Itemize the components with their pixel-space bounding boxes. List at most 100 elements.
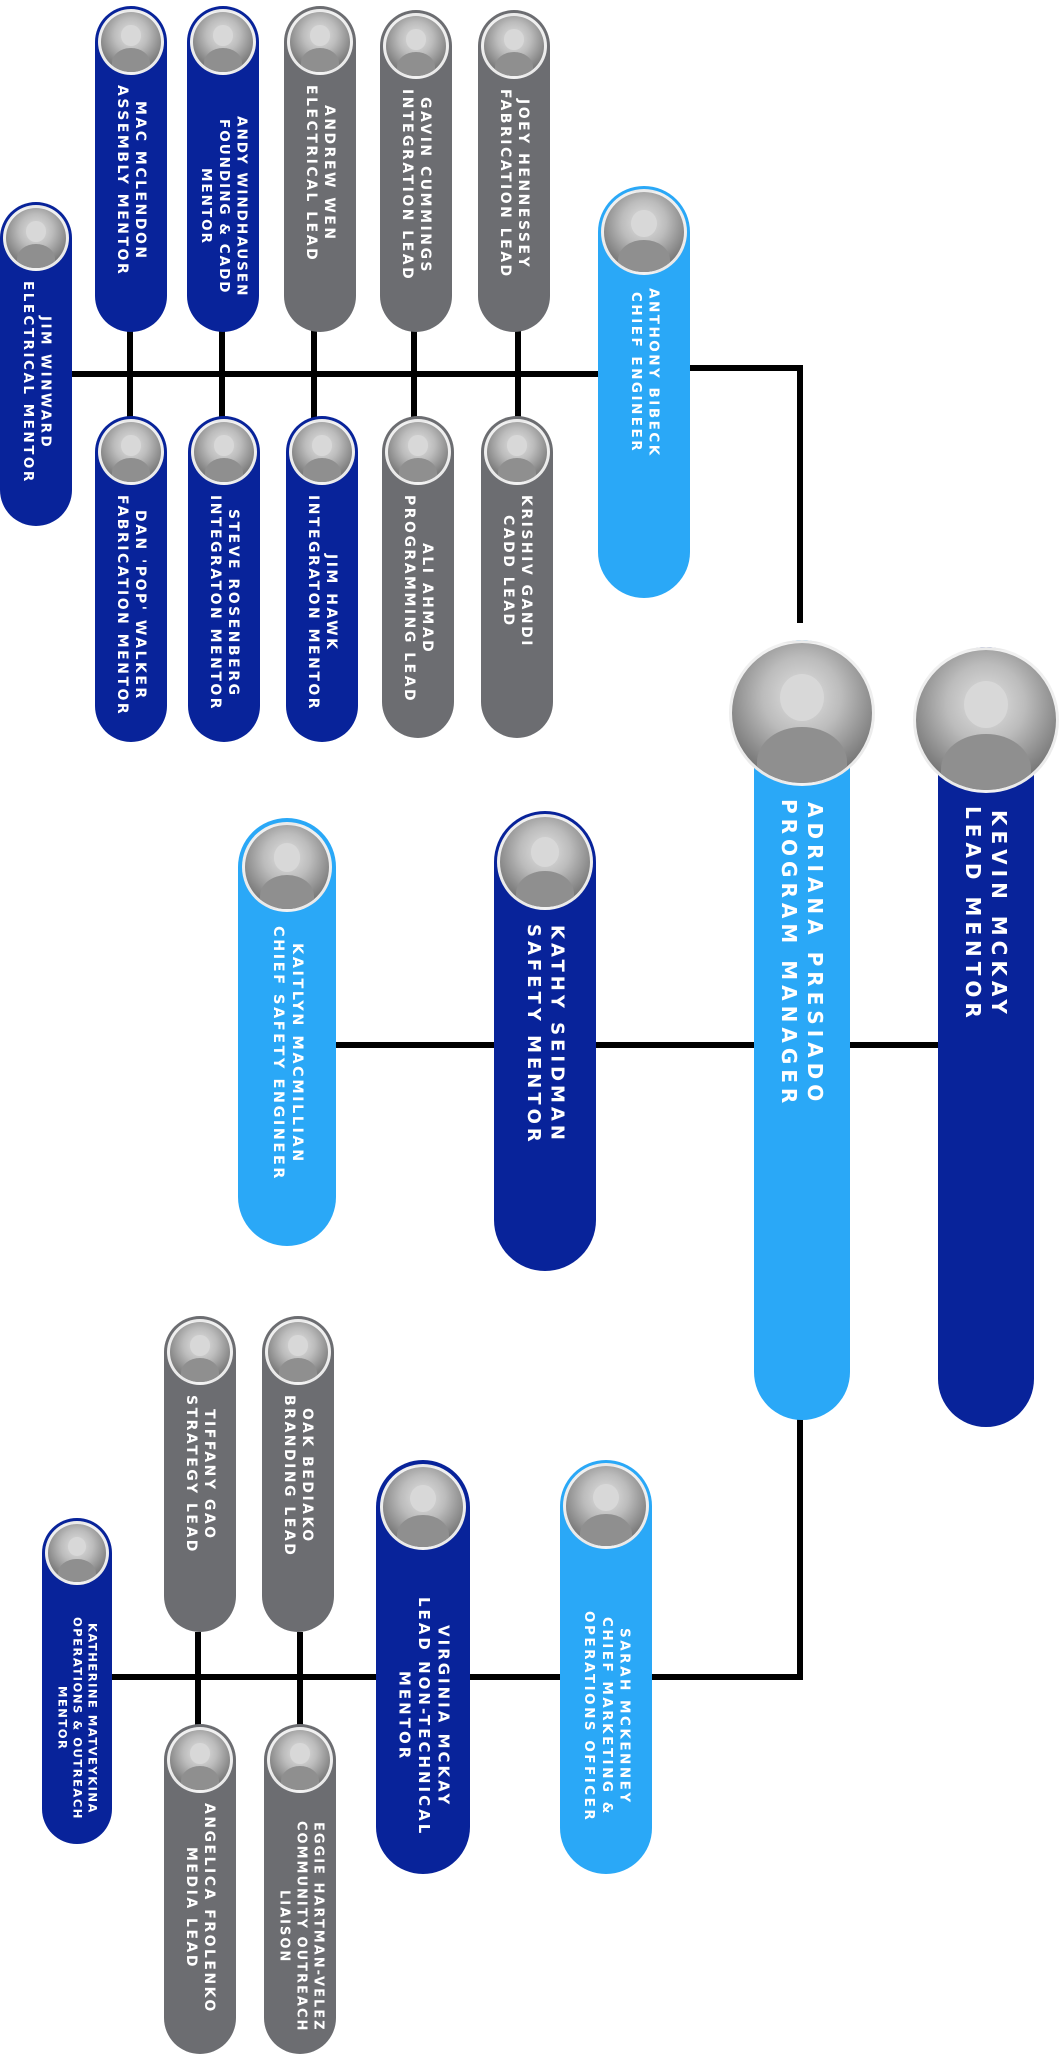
- avatar: [45, 1521, 109, 1585]
- member-name: GAVIN CUMMINGS: [417, 96, 434, 274]
- avatar: [563, 1463, 649, 1549]
- member-name: KAITLYN MACMILLIAN: [288, 943, 305, 1164]
- avatar: [98, 419, 164, 485]
- member-role: MEDIA LEAD: [183, 1847, 199, 1970]
- avatar: [167, 1727, 233, 1793]
- member-role: LEAD MENTOR: [961, 806, 985, 1023]
- avatar: [191, 419, 257, 485]
- member-role: CHIEF SAFETY ENGINEER: [270, 926, 286, 1181]
- member-name: ANGELICA FROLENKO: [201, 1803, 218, 2014]
- member-name: TIFFANY GAO: [201, 1408, 218, 1541]
- connector-line: [685, 365, 803, 371]
- member-name: OAK BEDIAKO: [299, 1408, 316, 1544]
- avatar: [190, 9, 256, 75]
- connector-line: [515, 329, 521, 419]
- member-name: JOEY HENNESSEY: [515, 98, 532, 269]
- member-name: KEVIN MCKAY: [987, 809, 1011, 1019]
- member-name: ADRIANA PRESIADO: [803, 801, 827, 1106]
- avatar: [729, 640, 875, 786]
- connector-line: [333, 1042, 941, 1048]
- member-name: MAC MCLENDON: [132, 100, 149, 261]
- member-name: KRISHIV GANDI: [518, 495, 535, 648]
- avatar: [267, 1727, 333, 1793]
- member-role: LEAD NON-TECHNICAL MENTOR: [395, 1596, 433, 1837]
- member-role: ELECTRICAL LEAD: [303, 85, 319, 263]
- member-name: ANTHONY BIBECK: [645, 288, 662, 458]
- avatar: [287, 9, 353, 75]
- member-role: PROGRAMMING LEAD: [401, 495, 417, 704]
- member-role: BRANDING LEAD: [281, 1395, 297, 1558]
- member-name: DAN 'POP' WALKER: [132, 510, 149, 701]
- connector-line: [127, 329, 133, 419]
- avatar: [380, 1464, 466, 1550]
- connector-line: [650, 1674, 803, 1680]
- member-role: FABRICATION LEAD: [497, 89, 513, 279]
- member-role: FOUNDING & CADD MENTOR: [198, 119, 232, 295]
- member-role: PROGRAM MANAGER: [777, 799, 801, 1109]
- member-role: CHIEF ENGINEER: [628, 292, 644, 454]
- connector-line: [411, 329, 417, 419]
- member-role: STRATEGY LEAD: [183, 1395, 199, 1554]
- avatar: [601, 189, 687, 275]
- avatar: [913, 647, 1059, 793]
- connector-line: [195, 1632, 201, 1728]
- avatar: [3, 205, 69, 271]
- member-role: FABRICATION MENTOR: [114, 495, 130, 717]
- member-name: ANDREW WEN: [321, 105, 338, 242]
- connector-line: [219, 329, 225, 419]
- member-role: INTEGRATION LEAD: [399, 89, 415, 282]
- avatar: [481, 13, 547, 79]
- member-role: CHIEF MARKETING & OPERATIONS OFFICER: [581, 1610, 615, 1823]
- member-role: CADD LEAD: [500, 515, 516, 628]
- connector-line: [311, 329, 317, 419]
- connector-line: [297, 1632, 303, 1728]
- member-name: KATHERINE MATVEYKINA: [85, 1622, 100, 1814]
- member-role: ELECTRICAL MENTOR: [20, 281, 36, 484]
- avatar: [383, 13, 449, 79]
- connector-line: [797, 1394, 803, 1680]
- member-role: INTEGRATON MENTOR: [207, 495, 223, 712]
- avatar: [385, 419, 451, 485]
- member-name: JIM HAWK: [323, 554, 340, 652]
- member-name: EGGIE HARTMAN-VELEZ: [310, 1822, 326, 2032]
- member-role: ASSEMBLY MENTOR: [114, 85, 130, 277]
- member-name: ANDY WINDHAUSEN: [233, 116, 250, 298]
- connector-line: [797, 365, 803, 623]
- avatar: [242, 822, 332, 912]
- avatar: [98, 9, 164, 75]
- avatar: [289, 419, 355, 485]
- member-role: OPERATIONS & OUTREACH MENTOR: [55, 1616, 85, 1820]
- avatar: [167, 1319, 233, 1385]
- member-name: JIM WINWARD: [37, 315, 54, 449]
- member-role: INTEGRATON MENTOR: [305, 495, 321, 712]
- member-role: SAFETY MENTOR: [523, 924, 544, 1146]
- avatar: [265, 1319, 331, 1385]
- member-name: SARAH MCKENNEY: [616, 1628, 633, 1805]
- member-name: STEVE ROSENBERG: [225, 508, 242, 698]
- member-name: VIRGINIA MCKAY: [434, 1625, 453, 1808]
